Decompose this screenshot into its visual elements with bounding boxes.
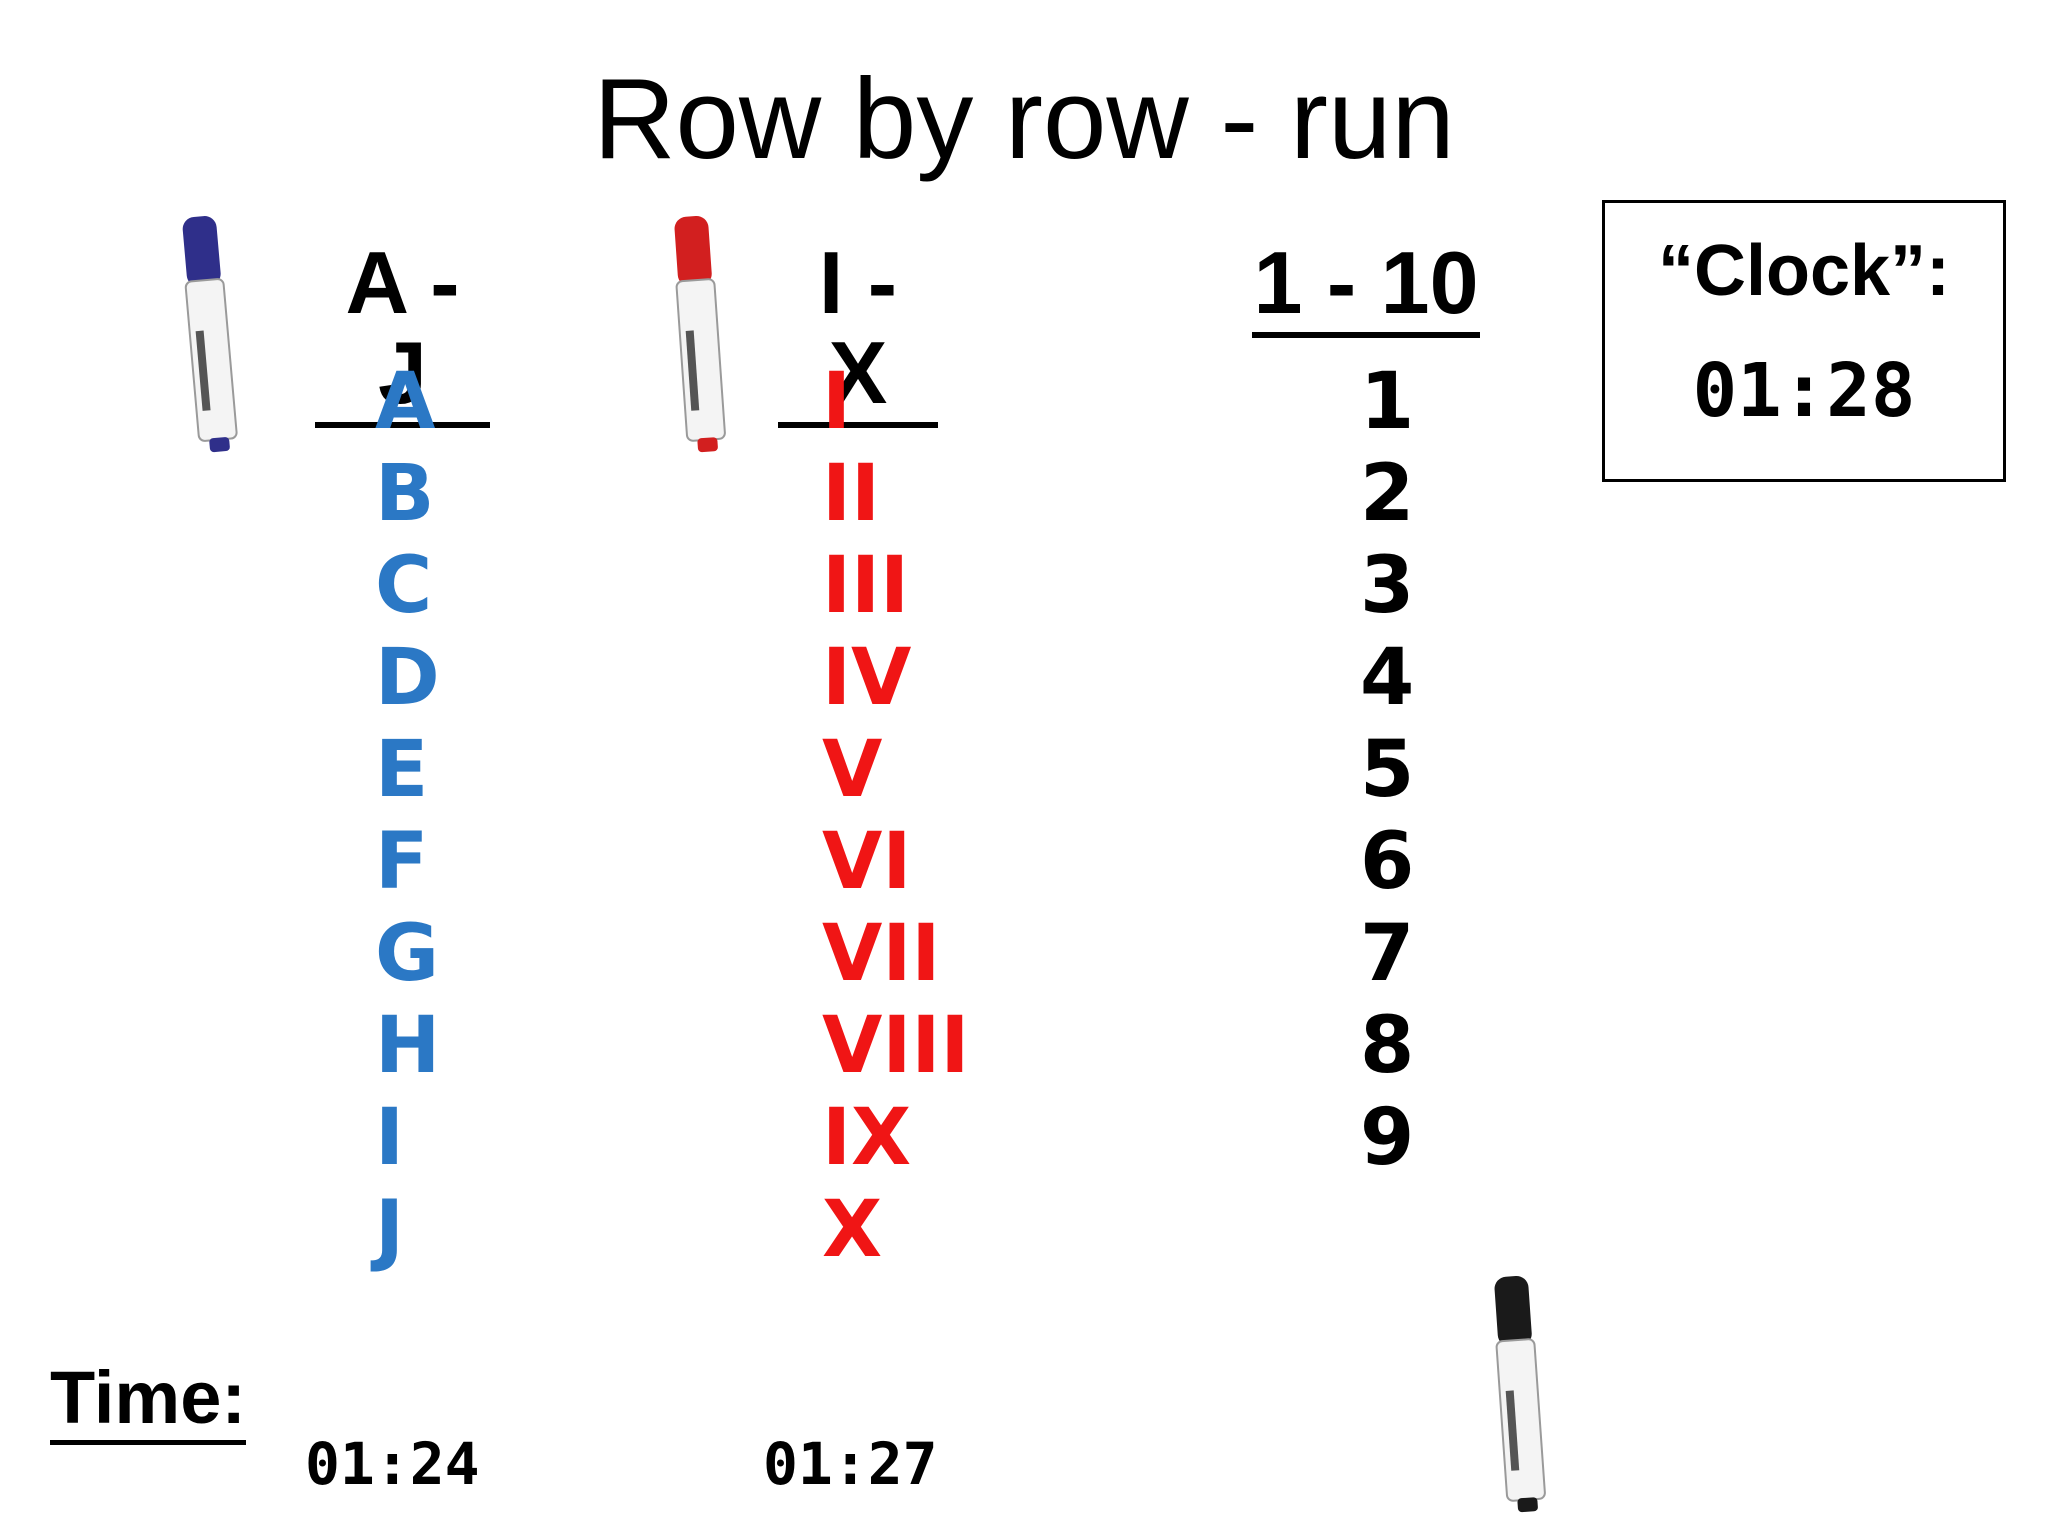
list-item: 3 bbox=[1360, 541, 1415, 631]
list-item: I bbox=[822, 357, 852, 447]
list-item: I bbox=[375, 1093, 405, 1183]
time-label: Time: bbox=[50, 1358, 247, 1445]
time-result-letters: 01:24 bbox=[305, 1430, 480, 1498]
list-item: III bbox=[822, 541, 910, 631]
list-item: 6 bbox=[1360, 817, 1415, 907]
list-item: 8 bbox=[1360, 1001, 1415, 1091]
column-heading-letters: A - J bbox=[315, 238, 490, 428]
time-result-roman: 01:27 bbox=[763, 1430, 938, 1498]
clock-box: “Clock”: 01:28 bbox=[1602, 200, 2006, 482]
list-item: VIII bbox=[822, 1001, 970, 1091]
list-item: 7 bbox=[1360, 909, 1415, 999]
list-item: II bbox=[822, 449, 881, 539]
list-item: C bbox=[375, 541, 433, 631]
column-heading-roman: I - X bbox=[778, 238, 938, 428]
red-marker-icon bbox=[674, 215, 726, 453]
clock-value: 01:28 bbox=[1692, 348, 1916, 434]
list-item: H bbox=[375, 1001, 441, 1091]
black-marker-icon bbox=[1494, 1275, 1546, 1513]
column-heading-numbers: 1 - 10 bbox=[1252, 238, 1480, 338]
list-item: VI bbox=[822, 817, 912, 907]
list-item: V bbox=[822, 725, 883, 815]
list-item: VII bbox=[822, 909, 941, 999]
list-item: F bbox=[375, 817, 429, 907]
list-item: A bbox=[375, 357, 436, 447]
list-item: 5 bbox=[1360, 725, 1415, 815]
numbers-list: 1 2 3 4 5 6 7 8 9 bbox=[1360, 356, 1480, 1184]
page-title: Row by row - run bbox=[593, 56, 1455, 183]
list-item: 2 bbox=[1360, 449, 1415, 539]
list-item: IV bbox=[822, 633, 912, 723]
letters-list: A B C D E F G H I J bbox=[375, 356, 575, 1276]
list-item: G bbox=[375, 909, 440, 999]
list-item: 1 bbox=[1360, 357, 1415, 447]
list-item: 4 bbox=[1360, 633, 1415, 723]
list-item: E bbox=[375, 725, 429, 815]
list-item: IX bbox=[822, 1093, 912, 1183]
clock-label: “Clock”: bbox=[1657, 231, 1951, 311]
list-item: J bbox=[375, 1185, 405, 1275]
list-item: B bbox=[375, 449, 435, 539]
list-item: D bbox=[375, 633, 440, 723]
list-item: 9 bbox=[1360, 1093, 1415, 1183]
list-item: X bbox=[822, 1185, 883, 1275]
roman-numerals-list: I II III IV V VI VII VIII IX X bbox=[822, 356, 1062, 1276]
blue-marker-icon bbox=[182, 216, 238, 453]
